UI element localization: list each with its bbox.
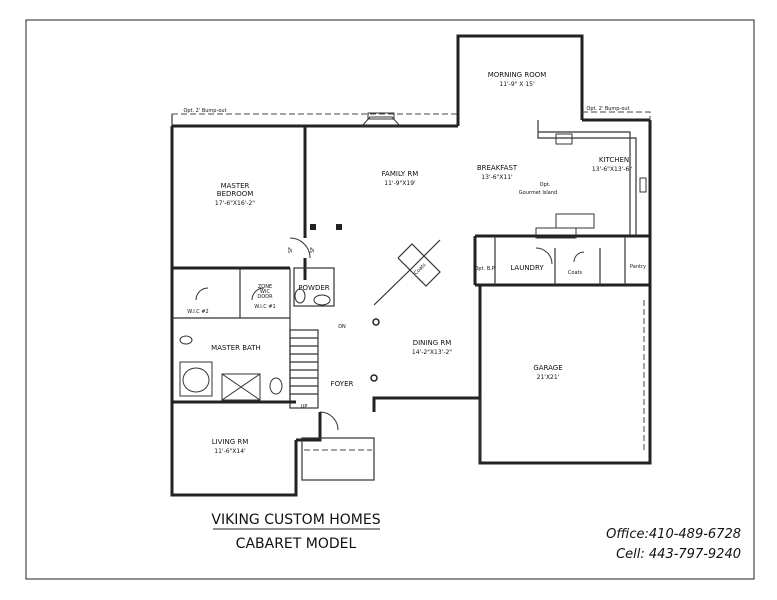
- wic2-label: W.I.C #2: [187, 309, 208, 315]
- office-phone: Office:410-489-6728: [606, 527, 741, 542]
- morning-room-dim: 11'-9" X 15': [499, 81, 535, 88]
- wic-note-1: ZONE: [258, 284, 272, 290]
- sheet-border: [25, 19, 755, 580]
- company-name: VIKING CUSTOM HOMES: [211, 512, 380, 528]
- columns: [310, 224, 380, 382]
- opt-island-note-2: Gourmet Island: [519, 190, 557, 196]
- door-swings: [195, 237, 585, 301]
- contact-block: Office:410-489-6728 Cell: 443-797-9240: [606, 527, 741, 562]
- kitchen-label: KITCHEN: [599, 156, 629, 164]
- garage-lines: [479, 300, 645, 463]
- wic1-label: W.I.C #1: [254, 304, 275, 310]
- wic-note-3: DOOR: [257, 294, 273, 300]
- powder-label: POWDER: [298, 284, 329, 292]
- opt-bp-note: Opt. B.P.: [474, 266, 496, 272]
- breakfast-dim: 13'-6"X11': [481, 174, 513, 181]
- dining-rm-dim: 14'-2"X13'-2": [412, 349, 452, 356]
- garage-dim: 21'X21': [537, 374, 560, 381]
- stair-up-label: UP: [301, 404, 308, 410]
- family-rm-label: FAMILY RM: [382, 170, 419, 178]
- title-block: VIKING CUSTOM HOMES CABARET MODEL: [211, 512, 380, 552]
- cell-phone: Cell: 443-797-9240: [616, 547, 741, 562]
- master-bedroom-label-1: MASTER: [221, 182, 250, 190]
- bumpout-lines: [171, 111, 651, 126]
- dining-rm-label: DINING RM: [413, 339, 452, 347]
- master-bedroom-dim: 17'-6"X16'-2": [215, 200, 255, 207]
- stair-down-label: DN: [338, 324, 346, 330]
- wic-note-2: WIC: [260, 289, 270, 295]
- model-name: CABARET MODEL: [236, 536, 357, 552]
- kitchen-dim: 13'-6"X13'-6": [592, 166, 632, 173]
- fireplace: [360, 112, 402, 127]
- stair-treads: [290, 337, 318, 395]
- opt-island-note-1: Opt.: [540, 182, 551, 188]
- bumpout-note-right: Opt. 2' Bump-out: [586, 106, 629, 112]
- kitchen-counters: [535, 120, 647, 239]
- living-rm-dim: 11'-6"X14': [214, 448, 246, 455]
- exterior-walls: [170, 34, 652, 497]
- breakfast-label: BREAKFAST: [477, 164, 518, 172]
- family-rm-dim: 11'-9"X19': [384, 180, 416, 187]
- master-bedroom-label-2: BEDROOM: [217, 190, 254, 198]
- morning-room-label: MORNING ROOM: [488, 71, 547, 79]
- front-porch: [301, 411, 375, 481]
- interior-walls: [172, 126, 650, 409]
- sf-label-2: SF: [310, 247, 316, 253]
- foyer-label: FOYER: [331, 380, 354, 388]
- garage-label: GARAGE: [533, 364, 562, 372]
- living-rm-label: LIVING RM: [212, 438, 249, 446]
- laundry-label: LAUNDRY: [510, 264, 544, 272]
- master-bath-label: MASTER BATH: [211, 344, 261, 352]
- coats-label-2: Coats: [568, 270, 583, 276]
- bumpout-note-left: Opt. 2' Bump-out: [183, 108, 226, 114]
- sf-label-1: SF: [288, 247, 294, 253]
- pantry-label: Pantry: [630, 264, 646, 270]
- bath-fixtures: [179, 288, 331, 401]
